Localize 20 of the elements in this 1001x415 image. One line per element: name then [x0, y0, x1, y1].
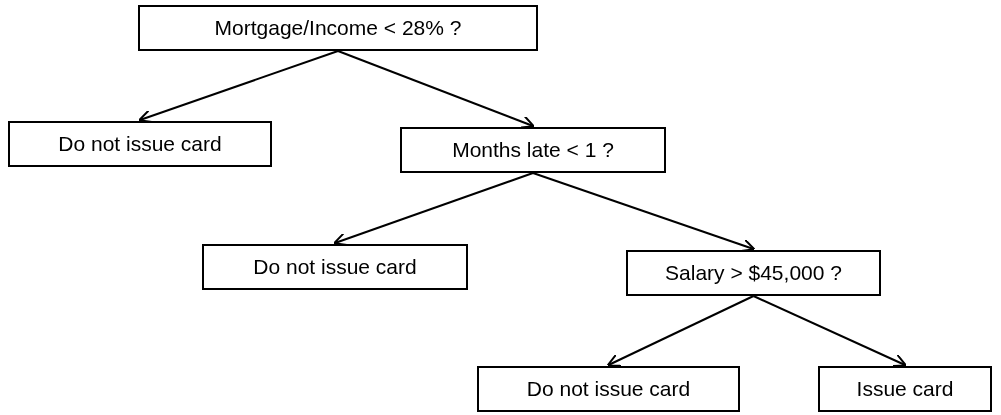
node-label: Months late < 1 ?	[452, 138, 614, 162]
outcome-box	[818, 366, 992, 412]
arrow	[532, 172, 756, 253]
node-label: Do not issue card	[253, 255, 417, 279]
decision-box	[400, 127, 666, 173]
arrow	[138, 50, 339, 124]
arrow	[606, 295, 755, 367]
decision-box	[626, 250, 881, 296]
node-label: Salary > $45,000 ?	[665, 261, 842, 285]
node-label: Do not issue card	[58, 132, 222, 156]
decision-box	[138, 5, 538, 51]
outcome-box	[202, 244, 468, 290]
node-label: Do not issue card	[526, 377, 691, 401]
arrow	[337, 50, 535, 129]
node-label: Mortgage/Income < 28% ?	[214, 16, 462, 40]
outcome-box	[8, 121, 272, 167]
outcome-box	[477, 366, 740, 412]
arrow	[752, 295, 907, 367]
node-label: Issue card	[856, 377, 954, 401]
arrow	[333, 172, 534, 246]
